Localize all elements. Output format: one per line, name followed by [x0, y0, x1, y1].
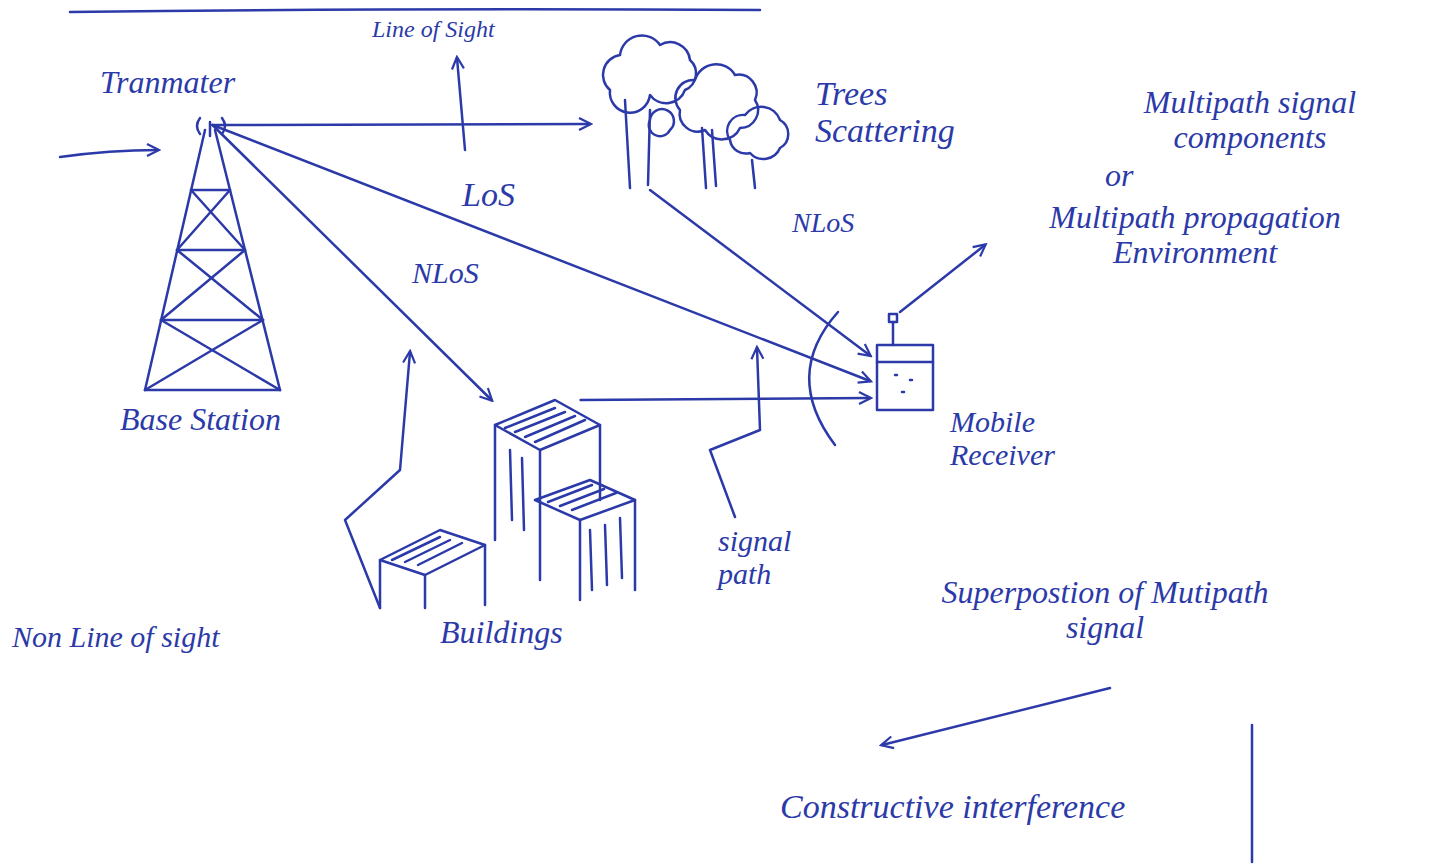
- tower-symbol: [161, 319, 263, 322]
- leader-arrow: [1251, 725, 1254, 862]
- buildings-symbol: [494, 425, 497, 540]
- top-rule: [70, 9, 760, 12]
- base-station-label: Base Station: [120, 402, 281, 437]
- trees-label: Trees Scattering: [815, 75, 1005, 150]
- annotation: signal path: [718, 524, 838, 590]
- receiver-symbol: [889, 314, 897, 322]
- buildings-symbol: [579, 520, 582, 600]
- trees-symbol: [603, 35, 788, 188]
- tower-symbol: [177, 190, 230, 250]
- buildings-symbol: [484, 545, 487, 605]
- tower-symbol: [191, 190, 245, 250]
- trees-symbol: [649, 109, 674, 136]
- leader-arrow: [345, 352, 410, 608]
- trees-symbol: [648, 110, 650, 185]
- trees-symbol: [603, 35, 696, 112]
- edge-label: NLoS: [792, 208, 854, 239]
- buildings-symbol: [424, 575, 427, 608]
- annotation: or: [1105, 158, 1133, 193]
- trees-symbol: [702, 128, 706, 188]
- buildings-symbol: [548, 485, 616, 510]
- buildings-label: Buildings: [440, 615, 563, 650]
- trees: Trees Scattering: [590, 25, 790, 190]
- tower-symbol: [145, 118, 280, 390]
- buildings-symbol: [392, 537, 462, 565]
- pointer-arrow: [60, 150, 158, 157]
- leader-arrow: [710, 348, 760, 517]
- buildings-symbol: [505, 408, 585, 442]
- buildings-symbol: [379, 560, 382, 608]
- edge-label: LoS: [462, 176, 515, 213]
- pointer-arrow: [60, 150, 158, 157]
- tower-symbol: [191, 189, 230, 192]
- receiver-symbol: [877, 361, 933, 364]
- leader-arrow: [345, 58, 1252, 862]
- receiver-label: Mobile Receiver: [950, 405, 1130, 471]
- receiver-arc: [809, 312, 838, 445]
- tower-symbol: [161, 320, 280, 390]
- buildings-symbol: [539, 450, 542, 580]
- buildings-symbol: [634, 500, 637, 590]
- leader-arrow: [900, 245, 985, 312]
- base-station: TranmaterBase Station: [140, 125, 285, 395]
- buildings-symbol: [590, 518, 622, 590]
- signal-path-arrow: [213, 124, 591, 125]
- tower-symbol: [215, 130, 280, 390]
- tower-symbol: [161, 250, 245, 320]
- annotation: Constructive interference: [780, 788, 1125, 825]
- buildings-symbol: [380, 400, 635, 608]
- annotation: Multipath signal components: [1100, 85, 1400, 155]
- top-rule: [70, 9, 760, 12]
- tower-symbol: [145, 130, 205, 390]
- trees-symbol: [625, 100, 630, 188]
- annotation: Multipath propagation Environment: [990, 200, 1400, 270]
- signal-path-arrow: [581, 398, 870, 400]
- trees-symbol: [712, 130, 716, 186]
- signal-path-arrow: [213, 125, 492, 400]
- buildings-symbol: [495, 400, 600, 450]
- signal-path-arrow: [650, 190, 870, 356]
- annotation: Line of Sight: [372, 16, 495, 42]
- receiver-symbol: [895, 375, 912, 392]
- buildings-symbol: [380, 530, 485, 575]
- buildings-symbol: [510, 450, 524, 530]
- mobile-receiver: Mobile Receiver: [870, 330, 940, 415]
- tower-symbol: [209, 122, 212, 136]
- buildings-symbol: [535, 480, 635, 520]
- tower-symbol: [177, 249, 245, 252]
- transmitter-label: Tranmater: [100, 65, 235, 100]
- tower-symbol: [177, 250, 263, 320]
- receiver-symbol: [877, 314, 933, 410]
- buildings: Buildings: [370, 400, 640, 610]
- annotation: Superpostion of Mutipath signal: [905, 575, 1305, 645]
- leader-arrow: [457, 58, 465, 150]
- receiver-arc: [809, 312, 838, 445]
- receiver-symbol: [892, 322, 895, 345]
- tower-symbol: [197, 118, 200, 134]
- tower-symbol: [145, 320, 263, 390]
- trees-symbol: [752, 160, 755, 188]
- trees-symbol: [727, 107, 788, 159]
- receiver-symbol: [877, 345, 933, 410]
- buildings-symbol: [599, 425, 602, 500]
- annotation: Non Line of sight: [12, 620, 220, 653]
- leader-arrow: [882, 688, 1110, 745]
- signal-path-arrow: [213, 125, 871, 381]
- tower-symbol: [145, 389, 280, 392]
- edge-label: NLoS: [412, 256, 479, 289]
- trees-symbol: [675, 64, 758, 139]
